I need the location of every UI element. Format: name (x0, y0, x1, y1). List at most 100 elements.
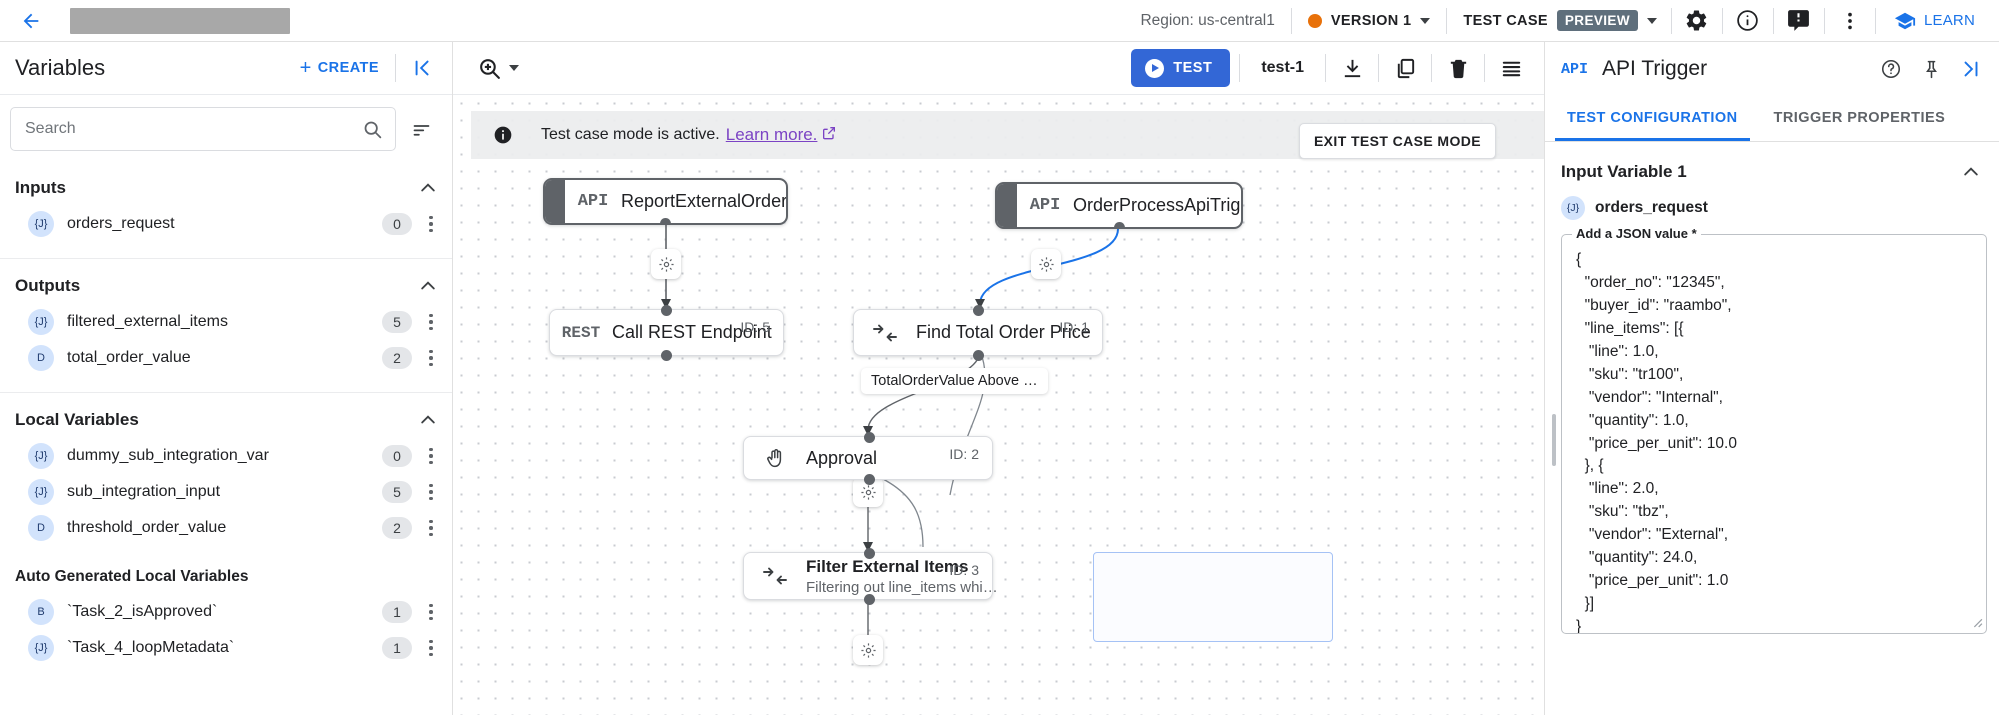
top-bar: Region: us-central1 VERSION 1 TEST CASE … (0, 0, 1999, 42)
workflow-canvas[interactable]: Test case mode is active. Learn more. EX… (453, 95, 1544, 715)
node-order-process-api-trigger[interactable]: API OrderProcessApiTrigger (995, 182, 1243, 229)
back-arrow-icon[interactable] (14, 4, 48, 38)
sort-icon[interactable] (402, 110, 440, 148)
variable-type-badge: {J} (28, 211, 54, 237)
exit-test-case-mode-button[interactable]: EXIT TEST CASE MODE (1298, 123, 1496, 159)
info-icon[interactable] (1725, 0, 1771, 42)
test-case-selector[interactable]: TEST CASE PREVIEW (1449, 10, 1669, 31)
play-icon (1145, 58, 1165, 78)
section-header-inputs[interactable]: Inputs (0, 161, 452, 206)
node-find-total-order-price[interactable]: Find Total Order Price ID: 1 (853, 304, 1103, 361)
edge-settings-gear-icon[interactable] (651, 249, 681, 279)
variable-more-icon[interactable] (418, 212, 444, 237)
input-variable-section-header[interactable]: Input Variable 1 (1561, 142, 1987, 192)
variable-more-icon[interactable] (418, 310, 444, 335)
variable-row-orders-request[interactable]: {J} orders_request 0 (0, 206, 452, 242)
learn-label: LEARN (1923, 12, 1975, 29)
learn-button[interactable]: LEARN (1878, 10, 1989, 32)
external-link-icon[interactable] (821, 125, 837, 146)
input-variable-title: Input Variable 1 (1561, 162, 1687, 181)
gear-icon[interactable] (1674, 0, 1720, 42)
section-header-local-variables[interactable]: Local Variables (0, 393, 452, 438)
trigger-panel-header: API API Trigger (1545, 42, 1999, 96)
variable-row-task-4-loopmetadata[interactable]: {J} `Task_4_loopMetadata` 1 (0, 630, 452, 666)
node-input-port[interactable] (863, 547, 875, 559)
scroll-rail[interactable] (1552, 414, 1556, 466)
more-vertical-icon[interactable] (1827, 0, 1873, 42)
variable-name: threshold_order_value (67, 519, 227, 536)
variable-more-icon[interactable] (418, 516, 444, 541)
node-output-port[interactable] (863, 593, 875, 605)
test-case-name[interactable]: test-1 (1261, 59, 1304, 76)
tab-test-configuration[interactable]: TEST CONFIGURATION (1555, 96, 1750, 141)
edge-settings-gear-icon[interactable] (1031, 249, 1061, 279)
variable-row-filtered-external-items[interactable]: {J} filtered_external_items 5 (0, 304, 452, 340)
node-input-port[interactable] (661, 304, 672, 316)
node-title: Call REST Endpoint (612, 322, 772, 342)
banner-text: Test case mode is active. (541, 126, 720, 143)
node-title: ReportExternalOrders (621, 191, 788, 211)
variables-list[interactable]: Inputs {J} orders_request 0 Outputs (0, 161, 452, 715)
json-value-textarea[interactable]: { "order_no": "12345", "buyer_id": "raam… (1561, 234, 1987, 634)
variable-row-total-order-value[interactable]: D total_order_value 2 (0, 340, 452, 376)
variable-row-task-2-isapproved[interactable]: B `Task_2_isApproved` 1 (0, 594, 452, 630)
copy-icon[interactable] (1382, 47, 1428, 89)
panel-tabs: TEST CONFIGURATION TRIGGER PROPERTIES (1545, 96, 1999, 142)
rest-icon: REST (561, 323, 601, 342)
variable-row-threshold-order-value[interactable]: D threshold_order_value 2 (0, 510, 452, 546)
tab-trigger-properties[interactable]: TRIGGER PROPERTIES (1773, 110, 1946, 126)
selected-region-box[interactable] (1093, 552, 1333, 642)
node-report-external-orders[interactable]: API ReportExternalOrders (543, 178, 788, 225)
help-circle-icon[interactable] (1871, 49, 1911, 89)
variable-more-icon[interactable] (418, 636, 444, 661)
collapse-right-icon[interactable] (1951, 49, 1991, 89)
variables-section-local: Local Variables {J} dummy_sub_integratio… (0, 393, 452, 682)
json-field-label: Add a JSON value * (1572, 226, 1701, 241)
collapse-left-icon[interactable] (400, 45, 446, 91)
node-input-port[interactable] (863, 431, 875, 443)
variable-more-icon[interactable] (418, 600, 444, 625)
test-button[interactable]: TEST (1131, 49, 1231, 87)
trash-icon[interactable] (1435, 47, 1481, 89)
divider (1239, 54, 1241, 82)
feedback-icon[interactable] (1776, 0, 1822, 42)
node-output-port[interactable] (661, 349, 672, 361)
chevron-up-icon (418, 178, 438, 198)
node-output-port[interactable] (1113, 221, 1125, 227)
variable-row-dummy-sub-integration-var[interactable]: {J} dummy_sub_integration_var 0 (0, 438, 452, 474)
variable-more-icon[interactable] (418, 444, 444, 469)
node-title: Find Total Order Price (916, 322, 1091, 342)
learn-more-link[interactable]: Learn more. (725, 125, 818, 144)
node-id-label: ID: 5 (740, 319, 770, 335)
edge-condition-label[interactable]: TotalOrderValue Above … (861, 368, 1048, 394)
section-header-outputs[interactable]: Outputs (0, 259, 452, 304)
node-call-rest-endpoint[interactable]: REST Call REST Endpoint ID: 5 (549, 304, 784, 361)
create-variable-button[interactable]: + CREATE (288, 58, 391, 78)
preview-badge: PREVIEW (1556, 10, 1638, 31)
version-selector[interactable]: VERSION 1 (1294, 13, 1445, 29)
variable-more-icon[interactable] (418, 346, 444, 371)
download-icon[interactable] (1329, 47, 1375, 89)
variable-row-sub-integration-input[interactable]: {J} sub_integration_input 5 (0, 474, 452, 510)
zoom-control[interactable] (471, 52, 525, 85)
resize-grip-icon[interactable] (1970, 615, 1983, 631)
plus-icon: + (299, 57, 312, 79)
chevron-up-icon (418, 410, 438, 430)
edge-settings-gear-icon[interactable] (853, 635, 883, 665)
search-input[interactable] (25, 120, 362, 138)
node-output-port[interactable] (863, 473, 875, 485)
panel-title: API Trigger (1602, 57, 1708, 80)
node-output-port[interactable] (660, 217, 671, 223)
list-icon[interactable] (1488, 47, 1534, 89)
node-output-port[interactable] (972, 349, 984, 361)
graduation-cap-icon (1894, 12, 1916, 29)
node-filter-external-items[interactable]: Filter External Items Filtering out line… (743, 547, 998, 605)
pin-icon[interactable] (1911, 49, 1951, 89)
section-header-auto-generated[interactable]: Auto Generated Local Variables (0, 546, 452, 594)
node-input-port[interactable] (972, 304, 984, 316)
search-box[interactable] (10, 107, 396, 151)
variable-name: total_order_value (67, 349, 191, 366)
divider (1484, 54, 1485, 82)
variable-more-icon[interactable] (418, 480, 444, 505)
node-approval[interactable]: Approval ID: 2 (743, 431, 993, 485)
